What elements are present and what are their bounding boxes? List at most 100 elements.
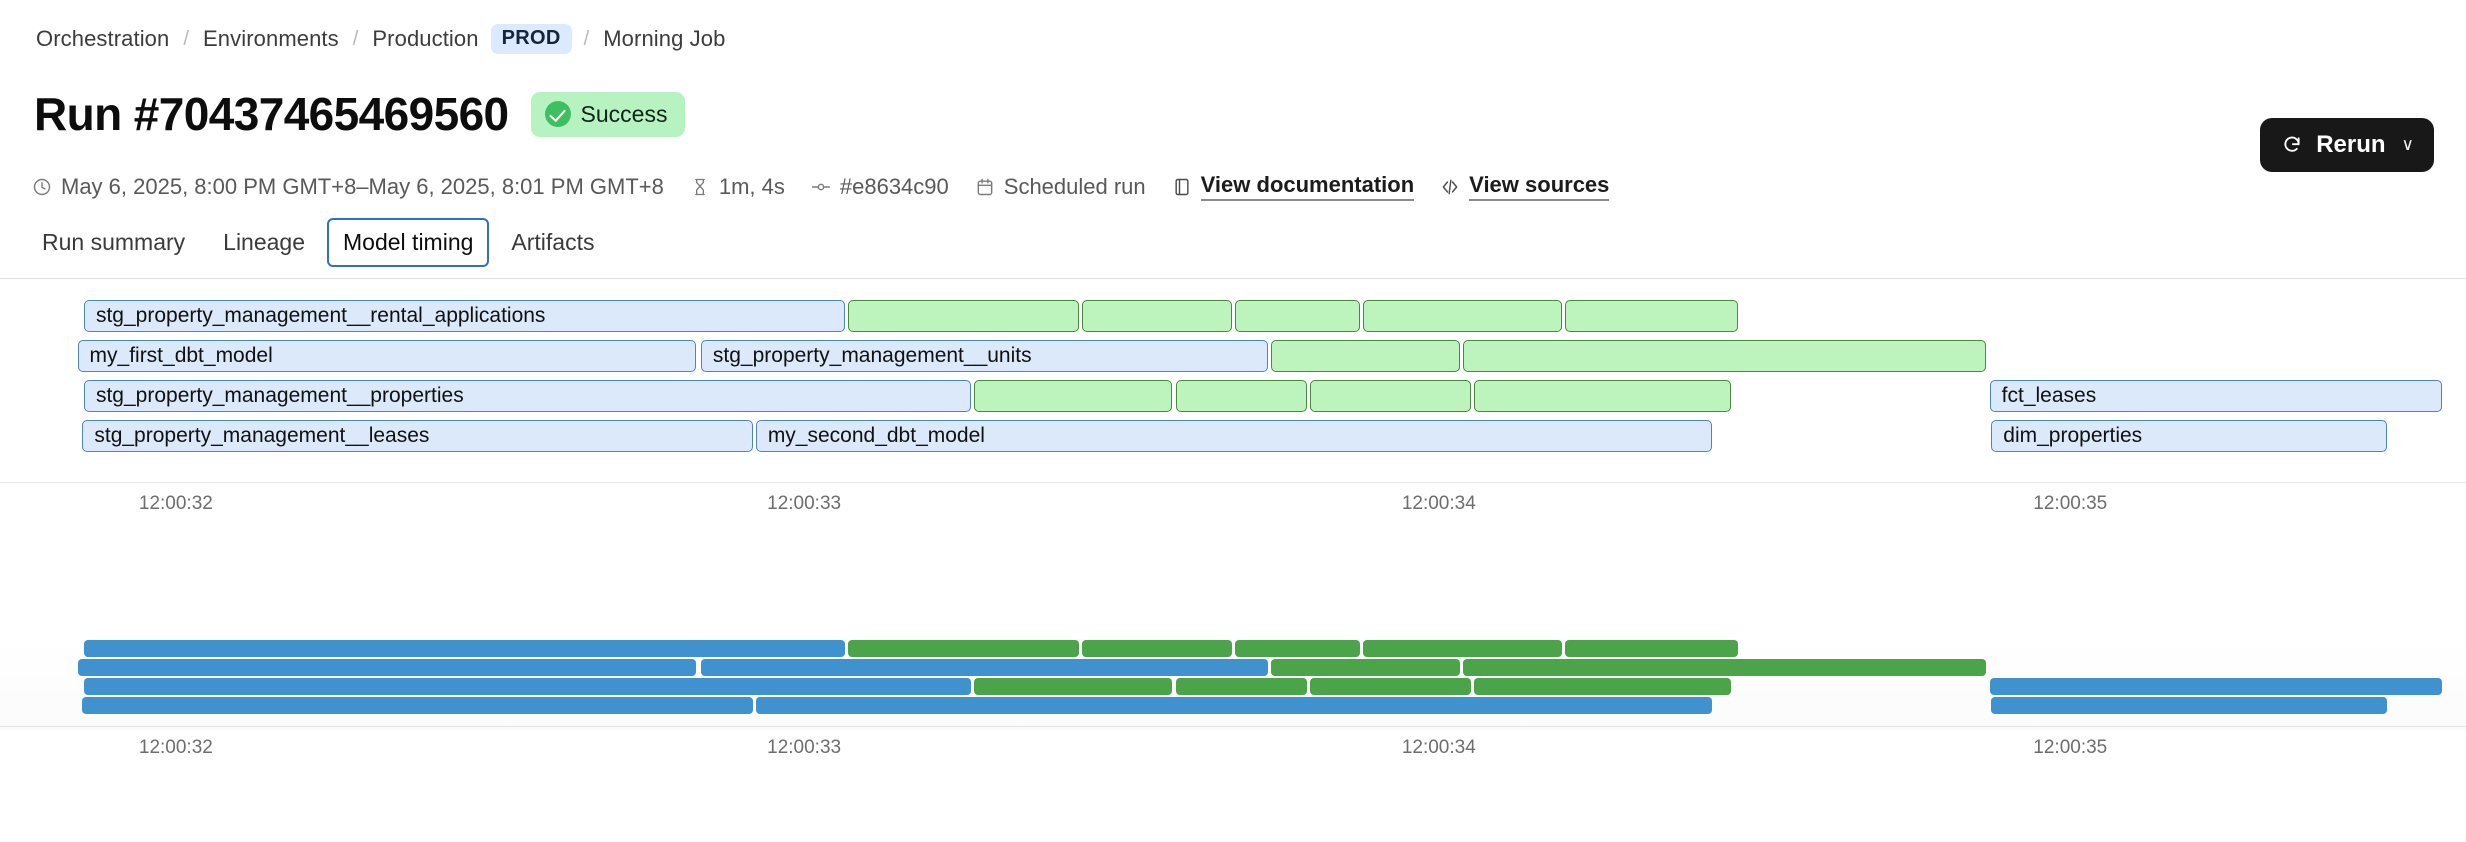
gantt-bar-test[interactable]	[1474, 380, 1732, 412]
calendar-icon	[977, 178, 993, 195]
minimap-bar-test[interactable]	[1175, 678, 1307, 695]
gantt-bar-stg_property_management__units[interactable]: stg_property_management__units	[700, 340, 1268, 372]
view-documentation-label: View documentation	[1200, 172, 1415, 201]
gantt-row: stg_property_management__properties fct_l…	[0, 380, 2466, 412]
breadcrumb-separator: /	[183, 27, 190, 50]
gantt-bar-test[interactable]	[1463, 340, 1987, 372]
gantt-bar-test[interactable]	[1271, 340, 1460, 372]
minimap-bar-test[interactable]	[1082, 640, 1233, 657]
meta-trigger: Scheduled run	[975, 174, 1146, 200]
minimap-bar-model[interactable]	[83, 640, 845, 657]
gantt-bar-label: my_first_dbt_model	[89, 344, 273, 367]
gantt-bar-test[interactable]	[1082, 300, 1233, 332]
status-badge: Success	[530, 91, 686, 137]
gantt-bar-test[interactable]	[1363, 300, 1562, 332]
minimap-row	[0, 678, 2466, 695]
breadcrumb-item-environments[interactable]: Environments	[203, 26, 339, 51]
minimap-bar-model[interactable]	[82, 697, 753, 714]
minimap-row	[0, 640, 2466, 657]
view-documentation-link[interactable]: View documentation	[1172, 172, 1415, 201]
meta-time-range-label: May 6, 2025, 8:00 PM GMT+8–May 6, 2025, …	[61, 173, 664, 199]
minimap-bar-test[interactable]	[1271, 659, 1460, 676]
meta-trigger-label: Scheduled run	[1003, 173, 1146, 199]
axis-tick-label: 12:00:33	[767, 493, 842, 514]
axis-tick-label: 12:00:32	[138, 493, 213, 514]
gantt-bar-label: stg_property_management__rental_applicat…	[95, 304, 546, 327]
view-sources-link[interactable]: View sources	[1440, 172, 1610, 201]
meta-commit[interactable]: #e8634c90	[811, 174, 949, 200]
minimap-bar-model[interactable]	[700, 659, 1268, 676]
minimap-axis-tick-label: 12:00:34	[1401, 737, 1476, 758]
axis-tick-label: 12:00:34	[1401, 493, 1476, 514]
gantt-row: stg_property_management__rental_applicat…	[0, 300, 2466, 332]
gantt-bar-label: dim_properties	[2003, 424, 2143, 447]
meta-duration-label: 1m, 4s	[718, 173, 785, 199]
status-label: Success	[580, 100, 668, 127]
refresh-icon	[2284, 136, 2300, 152]
gantt-bar-test[interactable]	[1235, 300, 1360, 332]
gantt-bar-label: stg_property_management__units	[712, 344, 1032, 367]
minimap-row	[0, 697, 2466, 714]
minimap-axis-tick-label: 12:00:33	[767, 737, 842, 758]
gantt-bar-my_first_dbt_model[interactable]: my_first_dbt_model	[77, 340, 697, 372]
gantt-bar-test[interactable]	[1309, 380, 1472, 412]
meta-duration: 1m, 4s	[690, 174, 785, 200]
run-metadata: May 6, 2025, 8:00 PM GMT+8–May 6, 2025, …	[32, 172, 1635, 201]
breadcrumb-item-morning-job[interactable]: Morning Job	[603, 26, 726, 51]
gantt-bar-test[interactable]	[1564, 300, 1738, 332]
tab-model-timing[interactable]: Model timing	[327, 218, 490, 267]
tab-lineage[interactable]: Lineage	[223, 229, 306, 255]
minimap-bar-test[interactable]	[1363, 640, 1562, 657]
book-icon	[1175, 178, 1189, 195]
gantt-bar-stg_property_management__leases[interactable]: stg_property_management__leases	[82, 420, 753, 452]
breadcrumb-separator: /	[352, 27, 359, 50]
commit-icon	[811, 183, 830, 190]
minimap-bar-test[interactable]	[1309, 678, 1472, 695]
minimap-bar-model[interactable]	[77, 659, 697, 676]
minimap-row	[0, 659, 2466, 676]
meta-commit-label: #e8634c90	[839, 173, 949, 199]
gantt-row: my_first_dbt_model stg_property_managemen…	[0, 340, 2466, 372]
minimap-bar-test[interactable]	[1474, 678, 1732, 695]
meta-time-range: May 6, 2025, 8:00 PM GMT+8–May 6, 2025, …	[32, 174, 664, 200]
view-sources-label: View sources	[1469, 172, 1610, 201]
gantt-bar-test[interactable]	[847, 300, 1079, 332]
gantt-bar-stg_property_management__properties[interactable]: stg_property_management__properties	[83, 380, 971, 412]
environment-badge-prod: PROD	[490, 24, 572, 54]
minimap-bar-test[interactable]	[1235, 640, 1360, 657]
page-title: Run #70437465469560	[34, 88, 509, 140]
minimap-bar-model[interactable]	[83, 678, 971, 695]
clock-icon	[33, 178, 51, 195]
rerun-button[interactable]: Rerun ∨	[2260, 118, 2434, 172]
gantt-bar-fct_leases[interactable]: fct_leases	[1989, 380, 2442, 412]
breadcrumb-item-production[interactable]: Production	[372, 26, 479, 51]
gantt-bar-stg_property_management__rental_applications[interactable]: stg_property_management__rental_applicat…	[83, 300, 845, 332]
minimap-bar-test[interactable]	[1463, 659, 1987, 676]
gantt-bar-label: stg_property_management__leases	[94, 424, 430, 447]
breadcrumb-item-orchestration[interactable]: Orchestration	[36, 26, 170, 51]
gantt-bar-dim_properties[interactable]: dim_properties	[1991, 420, 2387, 452]
minimap-bar-test[interactable]	[847, 640, 1079, 657]
minimap-bar-test[interactable]	[973, 678, 1173, 695]
tab-artifacts[interactable]: Artifacts	[511, 229, 595, 255]
minimap-bar-test[interactable]	[1564, 640, 1738, 657]
gantt-bar-my_second_dbt_model[interactable]: my_second_dbt_model	[755, 420, 1712, 452]
code-icon	[1442, 179, 1458, 194]
check-circle-icon	[544, 101, 571, 128]
gantt-bar-test[interactable]	[973, 380, 1173, 412]
minimap-axis-tick-label: 12:00:32	[138, 737, 213, 758]
gantt-bar-label: stg_property_management__properties	[95, 384, 464, 407]
breadcrumb: Orchestration / Environments / Productio…	[34, 24, 727, 54]
minimap-bar-model[interactable]	[755, 697, 1712, 714]
gantt-bar-test[interactable]	[1175, 380, 1307, 412]
model-timing-gantt[interactable]: stg_property_management__rental_applicat…	[0, 300, 2466, 590]
chevron-down-icon[interactable]: ∨	[2401, 135, 2414, 154]
hourglass-icon	[695, 178, 705, 195]
page-header: Run #70437465469560 Success	[34, 88, 686, 140]
tab-run-summary[interactable]: Run summary	[42, 229, 186, 255]
minimap-bar-model[interactable]	[1991, 697, 2387, 714]
minimap-bar-model[interactable]	[1989, 678, 2442, 695]
